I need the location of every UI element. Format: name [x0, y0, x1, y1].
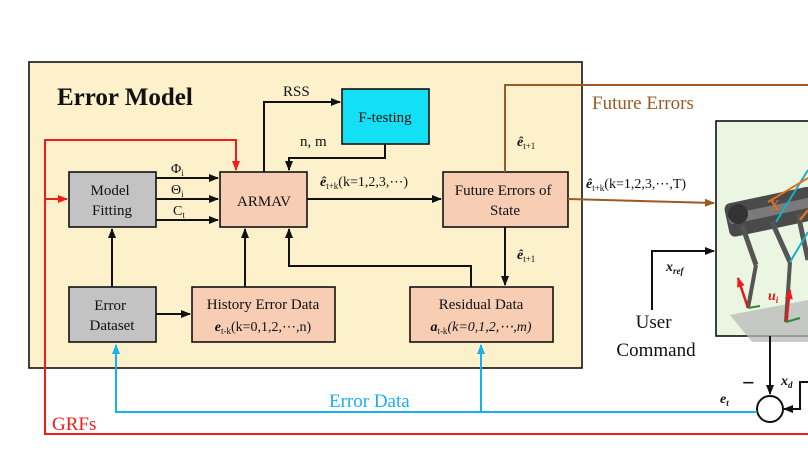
- c-label: Ct: [173, 204, 185, 220]
- future-errors-state-line2: State: [490, 203, 520, 219]
- e-t-label: et: [720, 392, 729, 408]
- u-i-label: ui: [768, 289, 779, 305]
- armav-label: ARMAV: [237, 194, 291, 210]
- user-command-line2: Command: [616, 340, 696, 361]
- model-fitting-box: [68, 171, 157, 228]
- future-errors-state-line1: Future Errors of: [455, 183, 552, 199]
- error-model-title: Error Model: [57, 84, 193, 111]
- summing-junction: [756, 395, 784, 423]
- error-data-label: Error Data: [329, 391, 410, 412]
- grfs-line-to-armav: [44, 139, 808, 435]
- armav-output-label: êt+k(k=1,2,3,⋯): [320, 175, 408, 191]
- history-error-data-line1: History Error Data: [207, 297, 320, 313]
- history-error-data-box: [191, 286, 336, 343]
- robot-illustration: [724, 169, 808, 342]
- arrow-rss: [263, 98, 341, 172]
- arrow-n-m: [285, 144, 386, 171]
- error-dataset-line1: Error: [94, 298, 126, 314]
- n-m-label: n, m: [300, 134, 327, 150]
- model-fitting-line2: Fitting: [92, 203, 133, 219]
- x-ref-label: xref: [665, 260, 684, 276]
- black-arrows: [108, 98, 808, 413]
- theta-label: Θi: [171, 183, 184, 199]
- phi-label: Φi: [171, 162, 184, 178]
- arrow-xref: [651, 247, 715, 310]
- f-testing-box: [341, 88, 430, 145]
- error-dataset-line2: Dataset: [90, 318, 136, 334]
- x-d-label: xd: [780, 374, 793, 390]
- svg-text:Future Errors of State: Future Errors of State: [455, 183, 555, 219]
- svg-text:User Command: User Command: [616, 312, 696, 361]
- svg-text:Model Fitting: Model Fitting: [91, 183, 134, 219]
- error-data-line: [112, 344, 757, 413]
- residual-data-line1: Residual Data: [439, 297, 524, 313]
- model-fitting-line1: Model: [91, 183, 130, 199]
- future-output-label: êt+k(k=1,2,3,⋯,T): [586, 177, 686, 193]
- e-hat-bottom-label: êt+1: [517, 248, 535, 264]
- future-errors-feedback-line: [504, 84, 808, 172]
- user-command-line1: User: [636, 312, 673, 333]
- error-dataset-box: [68, 286, 157, 343]
- residual-data-line2: at-k(k=0,1,2,⋯,m): [430, 320, 531, 336]
- svg-text:Error Dataset: Error Dataset: [90, 298, 136, 334]
- future-errors-label: Future Errors: [592, 93, 694, 114]
- grfs-label: GRFs: [52, 414, 96, 435]
- residual-data-box: [409, 286, 554, 343]
- robot-x-axis-label: X: [769, 198, 780, 214]
- minus-sign: −: [742, 370, 755, 395]
- f-testing-label: F-testing: [358, 110, 412, 126]
- e-hat-top-label: êt+1: [517, 135, 535, 151]
- rss-label: RSS: [283, 84, 310, 100]
- history-error-data-line2: et-k(k=0,1,2,⋯,n): [215, 320, 312, 336]
- arrow-right-to-circle: [783, 381, 808, 413]
- arrow-residual-to-armav: [285, 228, 472, 287]
- arrow-future-to-robot: [567, 198, 715, 207]
